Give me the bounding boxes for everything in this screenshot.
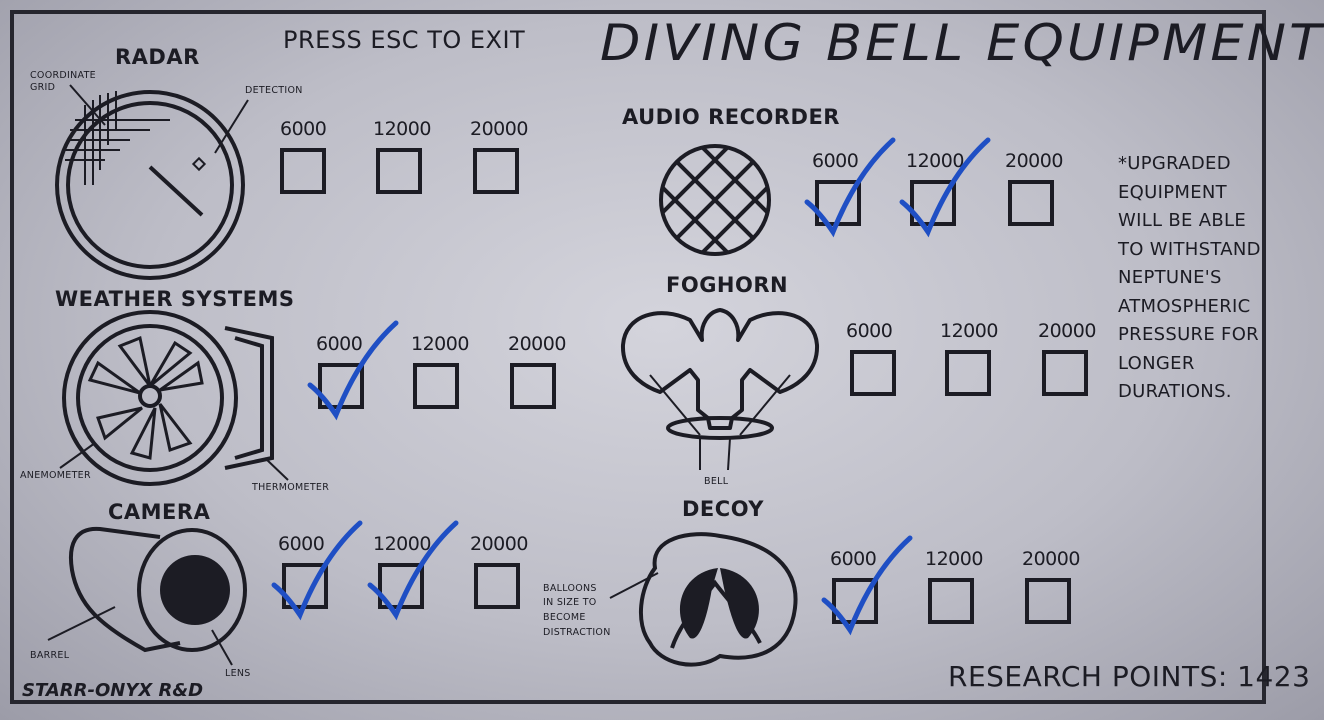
decoy-label-line: IN SIZE TO xyxy=(543,597,597,608)
camera-upgrade-6000-checkbox[interactable] xyxy=(282,563,328,609)
equipment-name: RADAR xyxy=(115,45,200,69)
studio-logo: STARR-ONYX R&D xyxy=(22,680,204,701)
weather-upgrade-6000-checkbox[interactable] xyxy=(318,363,364,409)
weather-upgrade-20000-checkbox[interactable] xyxy=(510,363,556,409)
decoy-upgrade-12000-checkbox[interactable] xyxy=(928,578,974,624)
weather-label-thermometer: THERMOMETER xyxy=(252,482,330,493)
exit-hint: PRESS ESC TO EXIT xyxy=(283,26,526,54)
tier-label: 12000 xyxy=(373,118,431,140)
tier-label: 12000 xyxy=(940,320,998,342)
tier-label: 20000 xyxy=(1005,150,1063,172)
tier-label: 20000 xyxy=(1038,320,1096,342)
radar-label-detection: DETECTION xyxy=(245,85,303,96)
camera-label-lens: LENS xyxy=(225,668,251,679)
tier-label: 20000 xyxy=(508,333,566,355)
equipment-name: DECOY xyxy=(682,497,764,521)
equipment-name: FOGHORN xyxy=(666,273,789,297)
foghorn-icon xyxy=(620,308,820,471)
equipment-name: CAMERA xyxy=(108,500,211,524)
tier-label: 6000 xyxy=(316,333,363,355)
decoy-icon xyxy=(609,532,798,667)
tier-label: 20000 xyxy=(470,118,528,140)
tier-label: 12000 xyxy=(411,333,469,355)
upgrade-note: *UPGRADED EQUIPMENT WILL BE ABLE TO WITH… xyxy=(1118,153,1261,402)
foghorn-upgrade-6000-checkbox[interactable] xyxy=(850,350,896,396)
camera-icon xyxy=(47,526,247,666)
weather-systems-icon xyxy=(59,310,289,486)
tier-label: 20000 xyxy=(470,533,528,555)
audio-upgrade-12000-checkbox[interactable] xyxy=(910,180,956,226)
foghorn-upgrade-20000-checkbox[interactable] xyxy=(1042,350,1088,396)
weather-upgrade-12000-checkbox[interactable] xyxy=(413,363,459,409)
decoy-label-line: BALLOONS xyxy=(543,583,597,594)
tier-label: 20000 xyxy=(1022,548,1080,570)
tier-label: 6000 xyxy=(278,533,325,555)
research-points: RESEARCH POINTS: 1423 xyxy=(948,660,1311,693)
radar-label-grid: COORDINATE GRID xyxy=(30,70,96,93)
camera-label-barrel: BARREL xyxy=(30,650,70,661)
decoy-label-line: DISTRACTION xyxy=(543,627,611,638)
tier-label: 6000 xyxy=(830,548,877,570)
equipment-name: AUDIO RECORDER xyxy=(622,105,840,129)
radar-upgrade-6000-checkbox[interactable] xyxy=(280,148,326,194)
equipment-name: WEATHER SYSTEMS xyxy=(55,287,295,311)
audio-upgrade-6000-checkbox[interactable] xyxy=(815,180,861,226)
foghorn-label-bell: BELL xyxy=(704,476,729,487)
tier-label: 6000 xyxy=(846,320,893,342)
tier-label: 6000 xyxy=(812,150,859,172)
decoy-upgrade-20000-checkbox[interactable] xyxy=(1025,578,1071,624)
radar-upgrade-12000-checkbox[interactable] xyxy=(376,148,422,194)
weather-label-anemometer: ANEMOMETER xyxy=(20,470,91,481)
audio-upgrade-20000-checkbox[interactable] xyxy=(1008,180,1054,226)
radar-upgrade-20000-checkbox[interactable] xyxy=(473,148,519,194)
screen-frame xyxy=(10,10,1266,704)
foghorn-upgrade-12000-checkbox[interactable] xyxy=(945,350,991,396)
decoy-label-line: BECOME xyxy=(543,612,586,623)
camera-upgrade-12000-checkbox[interactable] xyxy=(378,563,424,609)
tier-label: 12000 xyxy=(906,150,964,172)
audio-recorder-icon xyxy=(659,144,771,256)
tier-label: 12000 xyxy=(925,548,983,570)
radar-icon xyxy=(55,84,249,280)
camera-upgrade-20000-checkbox[interactable] xyxy=(474,563,520,609)
tier-label: 12000 xyxy=(373,533,431,555)
tier-label: 6000 xyxy=(280,118,327,140)
page-title: DIVING BELL EQUIPMENT xyxy=(600,14,1324,72)
decoy-upgrade-6000-checkbox[interactable] xyxy=(832,578,878,624)
